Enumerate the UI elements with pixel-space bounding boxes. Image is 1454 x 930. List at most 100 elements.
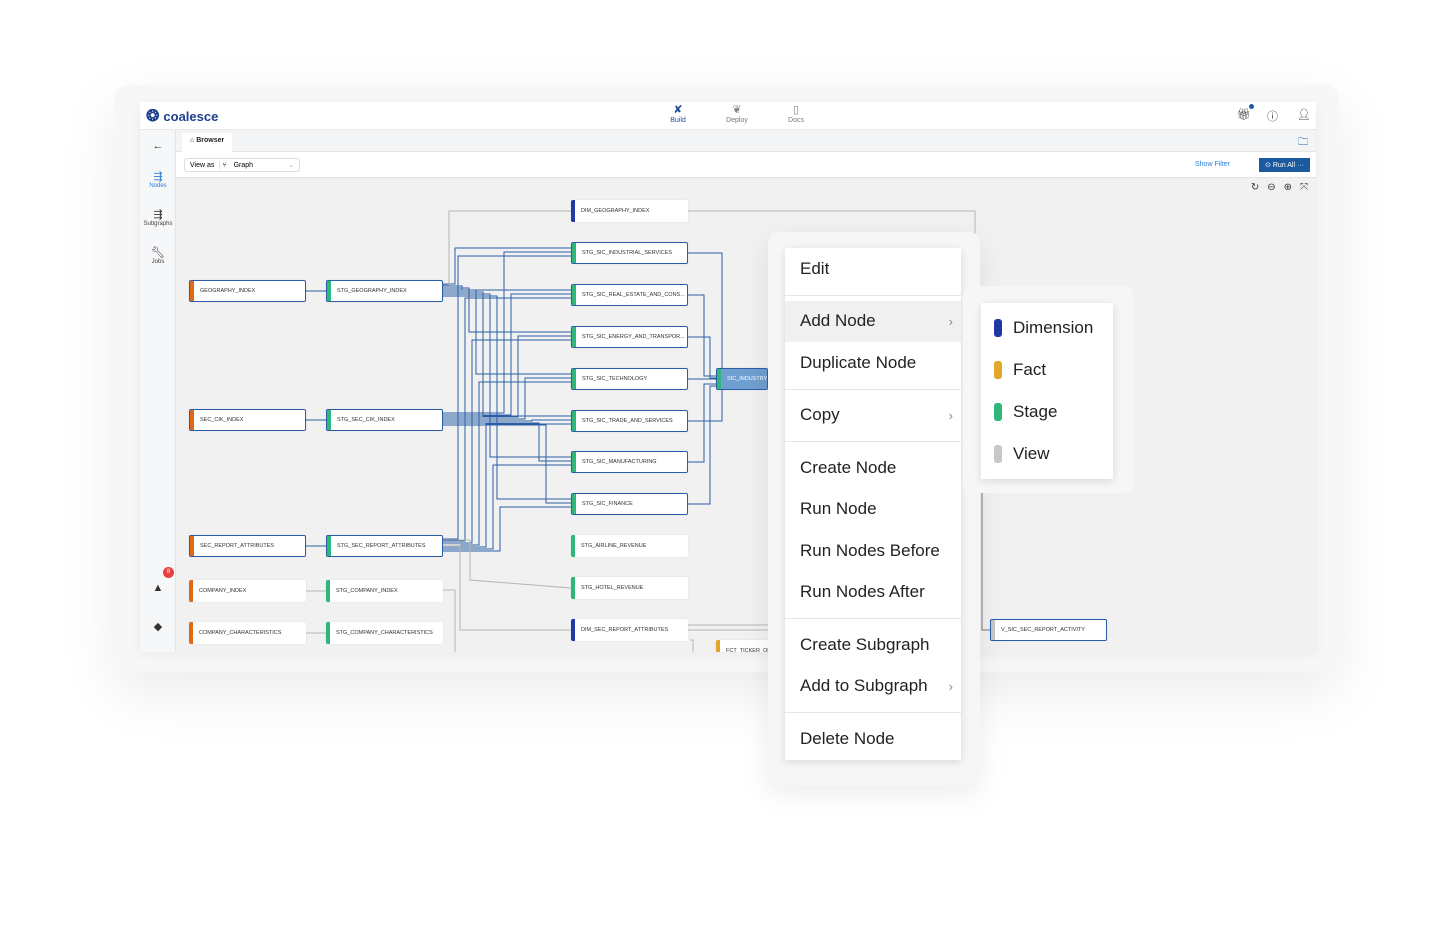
menu-item-label: Copy bbox=[800, 405, 840, 425]
graph-node[interactable]: GEOGRAPHY_INDEX bbox=[189, 280, 306, 302]
sidebar-item-subgraphs[interactable]: ⇶Subgraphs bbox=[140, 208, 176, 227]
menu-item[interactable]: Edit bbox=[785, 248, 961, 290]
zoom-in-icon[interactable]: ⊕ bbox=[1283, 182, 1292, 193]
graph-edge bbox=[443, 539, 572, 589]
graph-node[interactable]: COMPANY_INDEX bbox=[189, 580, 306, 602]
graph-node[interactable]: STG_COMPANY_INDEX bbox=[326, 580, 443, 602]
graph-edge bbox=[443, 251, 571, 414]
graph-edge bbox=[443, 297, 571, 542]
graph-edge bbox=[443, 464, 571, 550]
graph-canvas[interactable]: GEOGRAPHY_INDEX SEC_CIK_INDEX SEC_REPORT_A… bbox=[176, 196, 1316, 652]
node-type-bar bbox=[716, 640, 720, 652]
sidebar-item-jobs[interactable]: 🔧︎Jobs bbox=[140, 246, 176, 265]
menu-item[interactable]: Add to Subgraph› bbox=[785, 666, 961, 708]
graph-node[interactable]: SEC_REPORT_ATTRIBUTES bbox=[189, 535, 306, 557]
menu-divider bbox=[785, 441, 961, 442]
nodes-icon: ⇶ bbox=[153, 171, 163, 183]
node-label: COMPANY_INDEX bbox=[199, 588, 247, 594]
node-type-swatch bbox=[994, 319, 1002, 337]
graph-edge bbox=[443, 287, 571, 333]
menu-item[interactable]: Run Node bbox=[785, 489, 961, 531]
node-type-swatch bbox=[994, 445, 1002, 463]
menu-item[interactable]: Copy› bbox=[785, 395, 961, 437]
run-all-button[interactable]: ⊙ Run All ··· bbox=[1259, 158, 1310, 172]
graph-node[interactable]: STG_SIC_TECHNOLOGY bbox=[571, 368, 688, 390]
menu-divider bbox=[785, 712, 961, 713]
node-type-bar bbox=[190, 281, 194, 301]
node-type-bar bbox=[572, 452, 576, 472]
graph-node[interactable]: STG_SEC_CIK_INDEX bbox=[326, 409, 443, 431]
menu-item[interactable]: Duplicate Node bbox=[785, 342, 961, 384]
node-type-bar bbox=[190, 536, 194, 556]
menu-item-label: Edit bbox=[800, 258, 830, 278]
graph-node[interactable]: STG_SIC_TRADE_AND_SERVICES bbox=[571, 410, 688, 432]
submenu-item[interactable]: View bbox=[981, 433, 1113, 475]
nav-deploy[interactable]: ❦Deploy bbox=[722, 104, 752, 124]
tab-label: Browser bbox=[196, 137, 225, 144]
view-as-label: View as bbox=[185, 161, 221, 169]
menu-item[interactable]: Run Nodes Before bbox=[785, 530, 961, 572]
sidebar-item-nodes[interactable]: ⇶Nodes bbox=[140, 170, 176, 189]
sidebar-label: Nodes bbox=[149, 183, 167, 189]
graph-node[interactable]: STG_GEOGRAPHY_INDEX bbox=[326, 280, 443, 302]
view-as-select[interactable]: View as⑂Graph⌄ bbox=[184, 158, 300, 172]
graph-node[interactable]: STG_SIC_FINANCE bbox=[571, 493, 688, 515]
graph-node[interactable]: SEC_CIK_INDEX bbox=[189, 409, 306, 431]
sidebar-label: Jobs bbox=[151, 259, 165, 265]
graph-node[interactable]: STG_SEC_REPORT_ATTRIBUTES bbox=[326, 535, 443, 557]
graph-edge bbox=[443, 419, 571, 422]
node-type-bar bbox=[572, 411, 576, 431]
graph-node[interactable]: STG_COMPANY_CHARACTERISTICS bbox=[326, 622, 443, 644]
alerts-button[interactable]: ▲ bbox=[140, 582, 176, 594]
node-label: V_SIC_SEC_REPORT_ACTIVITY bbox=[1001, 627, 1085, 633]
menu-item-label: Create Subgraph bbox=[800, 634, 930, 654]
nav-docs[interactable]: ▯Docs bbox=[781, 104, 811, 124]
git-button[interactable]: ◆ bbox=[140, 620, 176, 633]
user-icon[interactable]: 👤︎ bbox=[1297, 109, 1311, 121]
graph-node[interactable]: STG_AIRLINE_REVENUE bbox=[571, 535, 688, 557]
tab-browser[interactable]: ⌂ Browser bbox=[182, 133, 233, 152]
graph-node[interactable]: STG_SIC_INDUSTRIAL_SERVICES bbox=[571, 242, 688, 264]
nav-build[interactable]: ✘Build bbox=[663, 104, 693, 124]
node-type-bar bbox=[571, 619, 575, 641]
graph-edge bbox=[688, 210, 976, 240]
graph-node[interactable]: COMPANY_CHARACTERISTICS bbox=[189, 622, 306, 644]
logo: ❂coalesce bbox=[146, 106, 218, 126]
node-label: SEC_REPORT_ATTRIBUTES bbox=[200, 543, 275, 549]
submenu-item[interactable]: Stage bbox=[981, 391, 1113, 433]
graph-node[interactable]: FCT_TICKER_OF bbox=[716, 640, 768, 652]
gift-icon[interactable]: 🎁︎ bbox=[1237, 109, 1251, 121]
graph-node[interactable]: DIM_GEOGRAPHY_INDEX bbox=[571, 200, 688, 222]
graph-node[interactable]: STG_SIC_ENERGY_AND_TRANSPOR... bbox=[571, 326, 688, 348]
graph-edge bbox=[443, 289, 571, 375]
help-icon[interactable]: ⓘ bbox=[1267, 111, 1278, 123]
more-icon[interactable]: ··· bbox=[1295, 162, 1304, 169]
graph-node[interactable]: SIC_INDUSTRY_ bbox=[716, 368, 768, 390]
menu-item[interactable]: Delete Node bbox=[785, 718, 961, 760]
submenu-item[interactable]: Fact bbox=[981, 349, 1113, 391]
show-filter-link[interactable]: Show Filter bbox=[1194, 161, 1230, 168]
menu-item[interactable]: Add Node› bbox=[785, 300, 961, 342]
brand-name: coalesce bbox=[163, 108, 219, 124]
graph-edge bbox=[688, 252, 723, 375]
graph-node[interactable]: STG_SIC_MANUFACTURING bbox=[571, 451, 688, 473]
node-label: STG_SIC_INDUSTRIAL_SERVICES bbox=[582, 250, 673, 256]
graph-node[interactable]: DIM_SEC_REPORT_ATTRIBUTES bbox=[571, 619, 688, 641]
menu-item[interactable]: Create Node bbox=[785, 447, 961, 489]
refresh-icon[interactable]: ↻ bbox=[1250, 182, 1260, 193]
menu-item[interactable]: Create Subgraph bbox=[785, 624, 961, 666]
folder-close-icon[interactable]: 🗀︎ bbox=[1298, 137, 1308, 148]
submenu-item[interactable]: Dimension bbox=[981, 307, 1113, 349]
home-icon: ⌂ bbox=[190, 137, 197, 144]
graph-node[interactable]: STG_HOTEL_REVENUE bbox=[571, 577, 688, 599]
graph-node[interactable]: V_SIC_SEC_REPORT_ACTIVITY bbox=[990, 619, 1107, 641]
back-icon[interactable]: ← bbox=[152, 140, 164, 152]
zoom-out-icon[interactable]: ⊖ bbox=[1267, 182, 1276, 193]
graph-node[interactable]: STG_SIC_REAL_ESTATE_AND_CONS... bbox=[571, 284, 688, 306]
menu-item-label: Create Node bbox=[800, 457, 897, 477]
fit-screen-icon[interactable]: ⤧ bbox=[1300, 182, 1308, 193]
graph-edge bbox=[443, 544, 571, 631]
node-label: SIC_INDUSTRY_ bbox=[727, 376, 768, 382]
menu-item[interactable]: Run Nodes After bbox=[785, 572, 961, 614]
